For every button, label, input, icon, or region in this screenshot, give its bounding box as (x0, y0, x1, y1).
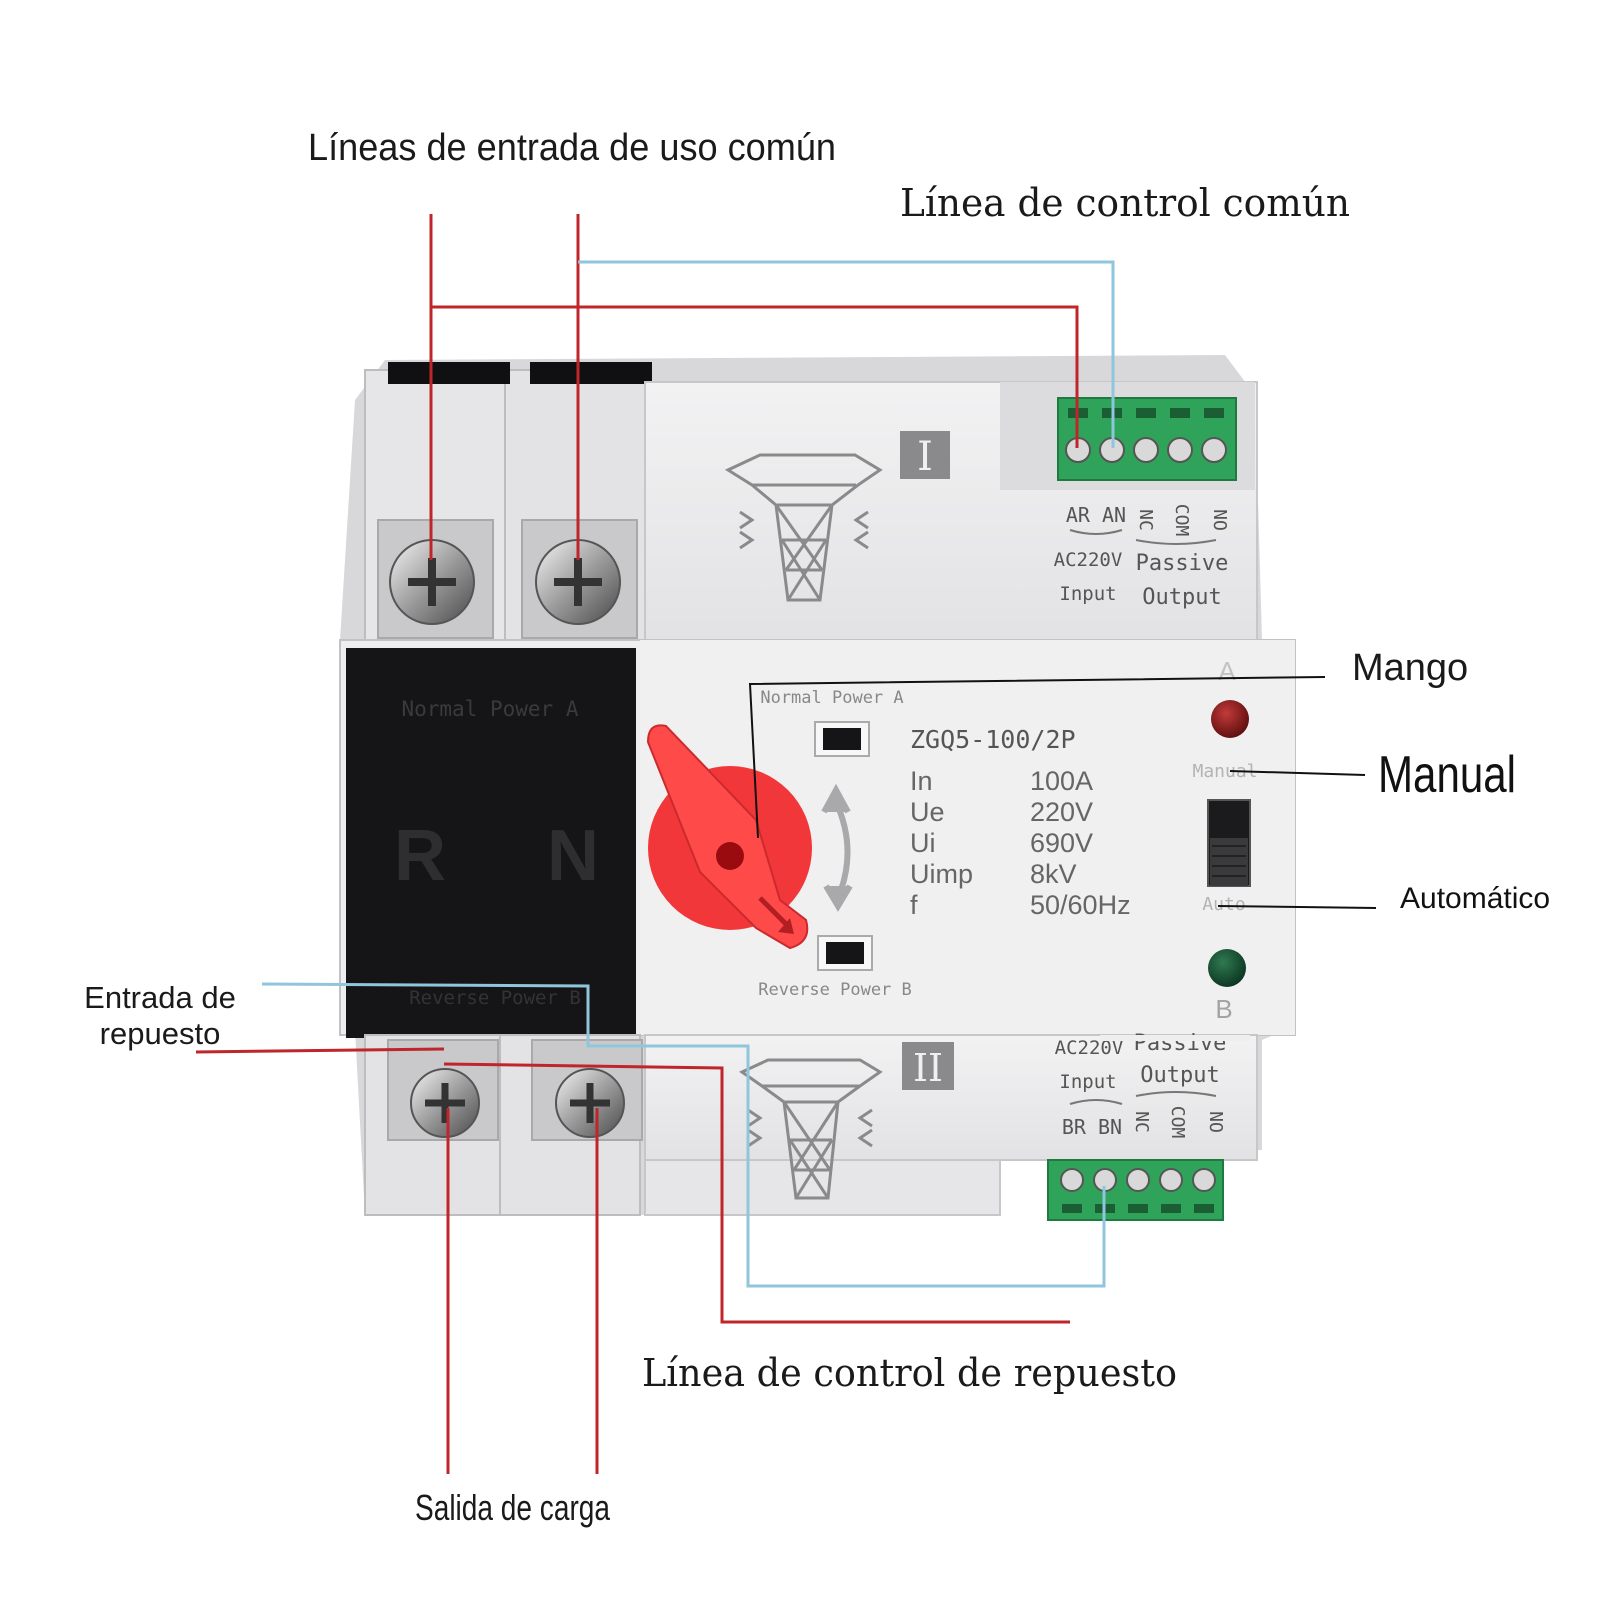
top-terminal-com: COM (1171, 504, 1192, 537)
spec-table: In 100A Ue 220V Ui 690V Uimp 8kV f 50/60Hz (910, 766, 1131, 920)
spec-value: 220V (1030, 797, 1093, 827)
leader-handle (748, 676, 1326, 839)
top-screw-n (535, 539, 621, 625)
top-terminal-voltage: AC220V (1054, 549, 1123, 571)
callout-handle: Mango (1352, 647, 1468, 689)
leader-backup-input-blue (261, 982, 1106, 1288)
top-terminal-input-pins: AR AN (1066, 503, 1126, 527)
bottom-terminal-voltage: AC220V (1055, 1037, 1124, 1059)
transfer-switch-device: I AR AN NC COM NO AC220V (339, 355, 1296, 1221)
top-terminal-nc: NC (1135, 509, 1156, 531)
callout-common-control-line: Línea de control común (900, 181, 1350, 225)
bottom-screw-n (555, 1068, 625, 1138)
cover-phase-r: R (394, 816, 446, 896)
spec-param: Uimp (910, 859, 973, 889)
power-tower-icon (724, 453, 883, 602)
bottom-terminal-output-word: Output (1140, 1063, 1219, 1088)
cover-top-label: Normal Power A (401, 697, 578, 721)
callout-backup-control-line: Línea de control de repuesto (642, 1351, 1177, 1395)
bottom-screw-r (410, 1068, 480, 1138)
spec-param: Ui (910, 828, 936, 858)
leader-lines (195, 214, 1377, 1474)
bottom-control-terminal-block (1047, 1159, 1224, 1221)
leader-manual (1229, 770, 1366, 776)
spec-value: 690V (1030, 828, 1093, 858)
top-terminal-no: NO (1209, 509, 1230, 531)
leader-common-control-red (431, 305, 1079, 448)
window-bottom-label: Reverse Power B (758, 980, 912, 1000)
spec-param: In (910, 766, 933, 796)
section-i-numeral: I (917, 434, 933, 480)
section-ii-numeral: II (913, 1046, 943, 1090)
spec-value: 50/60Hz (1030, 890, 1131, 920)
indicator-a-led (1211, 700, 1249, 738)
indicator-a-letter: A (1218, 656, 1236, 686)
callout-automatic: Automático (1400, 882, 1550, 915)
top-screw-r (389, 539, 475, 625)
bottom-terminal-no: NO (1205, 1111, 1226, 1133)
switch-manual-label: Manual (1192, 761, 1257, 782)
indicator-b-led (1208, 949, 1246, 987)
terminal-cover (346, 648, 636, 1038)
leader-automatic (1217, 905, 1377, 909)
spec-value: 100A (1030, 766, 1093, 796)
callout-backup-input-line1: Entrada de (84, 980, 236, 1015)
bottom-terminal-passive: Passive (1134, 1031, 1227, 1056)
spec-param: Ue (910, 797, 945, 827)
spec-param: f (910, 890, 918, 920)
top-terminal-output-word: Output (1142, 585, 1221, 610)
callout-backup-input-line2: repuesto (100, 1016, 221, 1051)
leader-backup-input-red (195, 1047, 445, 1054)
top-terminal-passive: Passive (1136, 551, 1229, 576)
section-i-badge (900, 431, 950, 479)
window-top-label: Normal Power A (760, 688, 903, 708)
section-ii-badge (902, 1042, 954, 1090)
callout-common-input-lines: Líneas de entrada de uso común (308, 127, 836, 169)
callout-manual: Manual (1378, 746, 1516, 804)
bottom-terminal-com: COM (1167, 1106, 1188, 1139)
bottom-terminal-nc: NC (1131, 1111, 1152, 1133)
power-tower-icon-bottom (739, 1058, 883, 1200)
bottom-terminal-input-pins: BR BN (1062, 1115, 1122, 1139)
switch-auto-label: Auto (1202, 894, 1245, 915)
top-terminal-housings (364, 362, 652, 641)
top-terminal-input-word: Input (1059, 583, 1116, 605)
bottom-terminal-input-word: Input (1059, 1071, 1116, 1093)
spec-value: 8kV (1030, 859, 1077, 889)
leader-backup-control-red (443, 1062, 1070, 1324)
top-control-terminal-block (1057, 397, 1237, 481)
leader-common-control-blue (578, 260, 1115, 448)
callout-load-output: Salida de carga (415, 1487, 611, 1528)
rotation-arrow-icon (821, 783, 853, 912)
cover-bottom-label: Reverse Power B (409, 987, 581, 1009)
mode-switch[interactable] (1207, 799, 1251, 887)
manual-handle[interactable] (646, 724, 812, 950)
indicator-b-letter: B (1215, 994, 1232, 1024)
cover-phase-n: N (547, 816, 599, 896)
model-number: ZGQ5-100/2P (910, 725, 1076, 754)
